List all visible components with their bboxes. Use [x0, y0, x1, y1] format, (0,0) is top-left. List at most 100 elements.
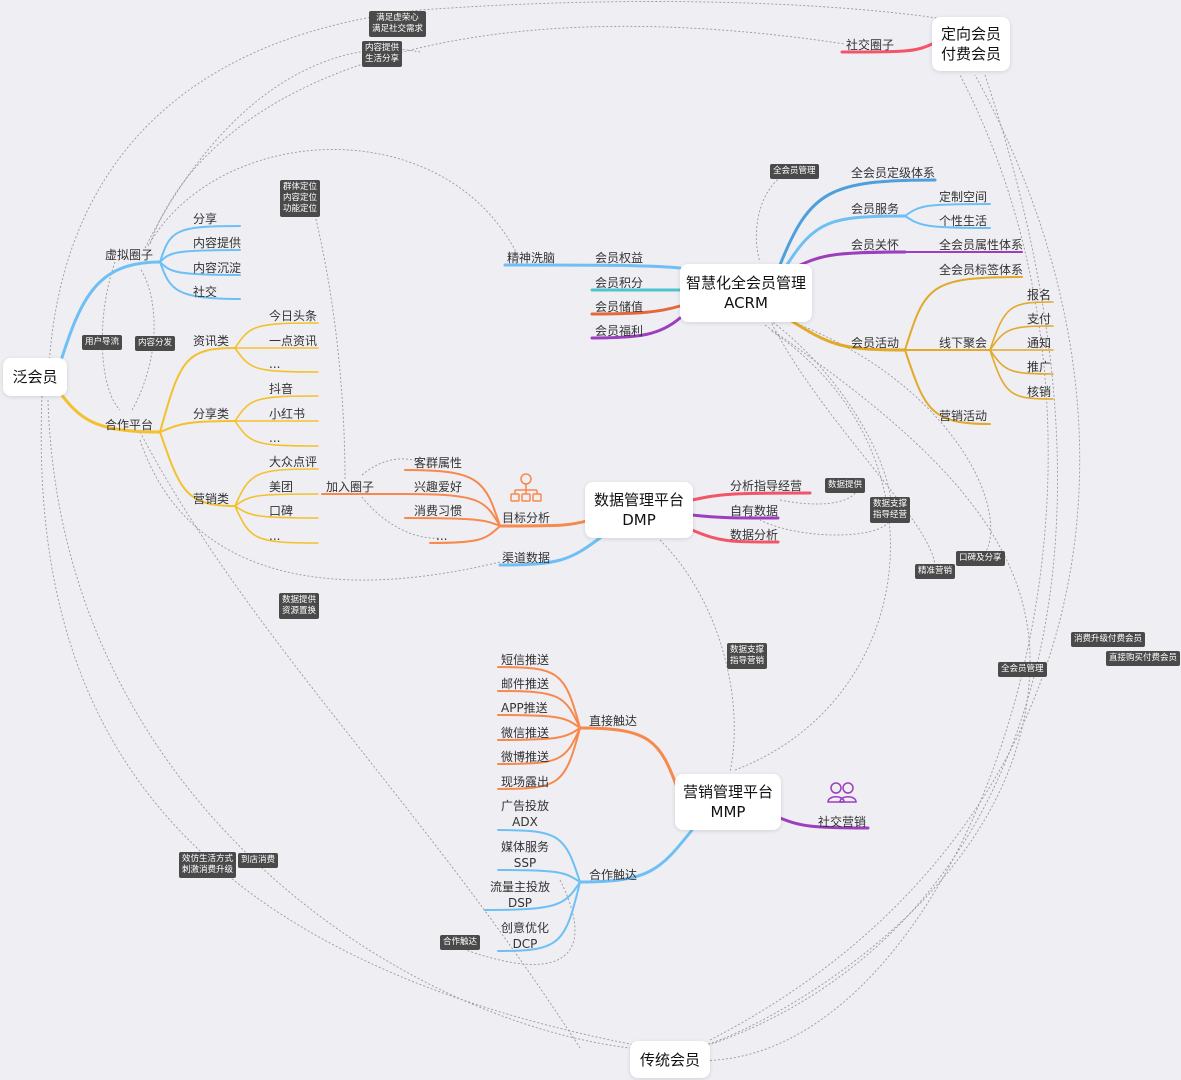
node-traditional-member[interactable]: 传统会员	[630, 1041, 710, 1078]
tag-line: 数据提供	[282, 595, 317, 605]
label-channel-data[interactable]: 渠道数据	[502, 551, 551, 565]
label-offline-item[interactable]: 通知	[1027, 336, 1052, 350]
label-virtual-item[interactable]: 社交	[193, 285, 218, 299]
label-offline-item[interactable]: 报名	[1027, 288, 1052, 302]
tag-line: 满足社交需求	[372, 24, 424, 34]
tag-line: 资源置换	[282, 606, 317, 616]
label-service-item[interactable]: 定制空间	[939, 190, 988, 204]
annotation-tag: 数据支撑 指导营销	[727, 643, 768, 669]
branch-line	[904, 276, 1023, 351]
label-share[interactable]: 分享类	[193, 407, 230, 421]
label-virtual-item[interactable]: 分享	[193, 212, 218, 226]
node-target-member[interactable]: 定向会员 付费会员	[932, 17, 1010, 71]
label-welfare[interactable]: 会员福利	[595, 324, 644, 338]
label-target-item[interactable]: 客群属性	[414, 456, 463, 470]
label-activity[interactable]: 会员活动	[851, 336, 900, 350]
label-brainwash[interactable]: 精神洗脑	[507, 251, 556, 265]
label-target-item[interactable]: 消费习惯	[414, 504, 463, 518]
tag-line: 用户导流	[85, 337, 120, 347]
label-guide-ops[interactable]: 分析指导经营	[730, 479, 803, 493]
node-label: 定向会员	[940, 25, 1001, 43]
label-direct-item[interactable]: 邮件推送	[501, 677, 550, 691]
tag-line: 满足虚荣心	[376, 13, 419, 23]
label-news[interactable]: 资讯类	[193, 334, 230, 348]
node-mmp[interactable]: 营销管理平台 MMP	[675, 774, 781, 830]
relation-line	[699, 324, 1031, 1047]
branch-line	[778, 816, 870, 830]
relation-line	[139, 439, 501, 581]
branch-line	[690, 513, 780, 520]
label-social-marketing[interactable]: 社交营销	[818, 815, 867, 829]
label-news-item[interactable]: 今日头条	[269, 309, 318, 323]
label-offline-item[interactable]: 推广	[1027, 360, 1052, 374]
label-data-analysis[interactable]: 数据分析	[730, 528, 779, 542]
label-marketing-item[interactable]: 口碑	[269, 504, 294, 518]
label-target-item[interactable]: 兴趣爱好	[414, 480, 463, 494]
label-service-item[interactable]: 个性生活	[939, 214, 988, 228]
tag-line: 全会员管理	[1001, 664, 1044, 674]
label-tag-system[interactable]: 全会员标签体系	[939, 263, 1024, 277]
branch-line	[497, 727, 581, 765]
annotation-tag: 用户导流	[82, 335, 123, 350]
tag-line: 指导经营	[873, 510, 908, 520]
label-virtual-item[interactable]: 内容提供	[193, 236, 242, 250]
label-marketing-item[interactable]: ...	[269, 529, 281, 543]
label-offline-item[interactable]: 核销	[1027, 385, 1052, 399]
label-care[interactable]: 会员关怀	[851, 238, 900, 252]
branch-line	[578, 726, 680, 792]
branch-line	[578, 828, 694, 884]
label-direct-item[interactable]: APP推送	[501, 701, 548, 715]
branch-line	[159, 347, 236, 433]
label-marketing-item[interactable]: 美团	[269, 480, 294, 494]
label-level-system[interactable]: 全会员定级体系	[851, 166, 936, 180]
node-acrm[interactable]: 智慧化全会员管理 ACRM	[680, 264, 812, 322]
label-points[interactable]: 会员积分	[595, 276, 644, 290]
branch-line	[989, 349, 1054, 400]
label-offline[interactable]: 线下聚会	[939, 336, 988, 350]
node-label: 数据管理平台	[593, 491, 684, 509]
label-partner-reach[interactable]: 合作触达	[589, 868, 638, 882]
label-partner-platform[interactable]: 合作平台	[105, 418, 154, 432]
branch-line	[404, 493, 501, 527]
branch-line	[498, 518, 592, 528]
label-partner-item[interactable]: 流量主投放 DSP	[488, 880, 552, 910]
label-marketing[interactable]: 营销类	[193, 492, 230, 506]
annotation-tag: 全会员管理	[998, 662, 1047, 677]
label-marketing-activity[interactable]: 营销活动	[939, 409, 988, 423]
label-social-circle[interactable]: 社交圈子	[846, 38, 895, 52]
branch-line	[159, 261, 241, 300]
label-marketing-item[interactable]: 大众点评	[269, 455, 318, 469]
branch-line	[234, 395, 319, 422]
label-rights[interactable]: 会员权益	[595, 251, 644, 265]
label-direct-reach[interactable]: 直接触达	[589, 714, 638, 728]
branch-line	[989, 301, 1054, 351]
label-virtual-item[interactable]: 内容沉淀	[193, 261, 242, 275]
annotation-tag: 内容提供 生活分享	[362, 41, 403, 67]
label-share-item[interactable]: 小红书	[269, 407, 306, 421]
label-partner-item[interactable]: 创意优化 DCP	[500, 921, 550, 951]
label-service[interactable]: 会员服务	[851, 202, 900, 216]
users-icon	[827, 782, 857, 803]
label-news-item[interactable]: ...	[269, 357, 281, 371]
label-offline-item[interactable]: 支付	[1027, 312, 1052, 326]
label-direct-item[interactable]: 微博推送	[501, 750, 550, 764]
label-attr-system[interactable]: 全会员属性体系	[939, 238, 1024, 252]
label-partner-item[interactable]: 广告投放 ADX	[500, 799, 550, 829]
label-target-analysis[interactable]: 目标分析	[502, 511, 551, 525]
partner-item-line: SSP	[513, 856, 537, 870]
node-fan-member[interactable]: 泛会员	[3, 358, 67, 396]
label-own-data[interactable]: 自有数据	[730, 504, 779, 518]
annotation-tag: 精准营销	[915, 564, 956, 579]
label-news-item[interactable]: 一点资讯	[269, 334, 318, 348]
label-share-item[interactable]: 抖音	[269, 382, 294, 396]
label-direct-item[interactable]: 短信推送	[501, 653, 550, 667]
node-dmp[interactable]: 数据管理平台 DMP	[585, 482, 693, 538]
label-stored-value[interactable]: 会员储值	[595, 300, 644, 314]
label-join-circle[interactable]: 加入圈子	[326, 480, 375, 494]
label-target-item[interactable]: ...	[436, 529, 448, 543]
label-direct-item[interactable]: 微信推送	[501, 726, 550, 740]
label-share-item[interactable]: ...	[269, 431, 281, 445]
label-direct-item[interactable]: 现场露出	[501, 775, 550, 789]
label-partner-item[interactable]: 媒体服务 SSP	[500, 840, 550, 870]
label-virtual-circle[interactable]: 虚拟圈子	[105, 248, 154, 262]
